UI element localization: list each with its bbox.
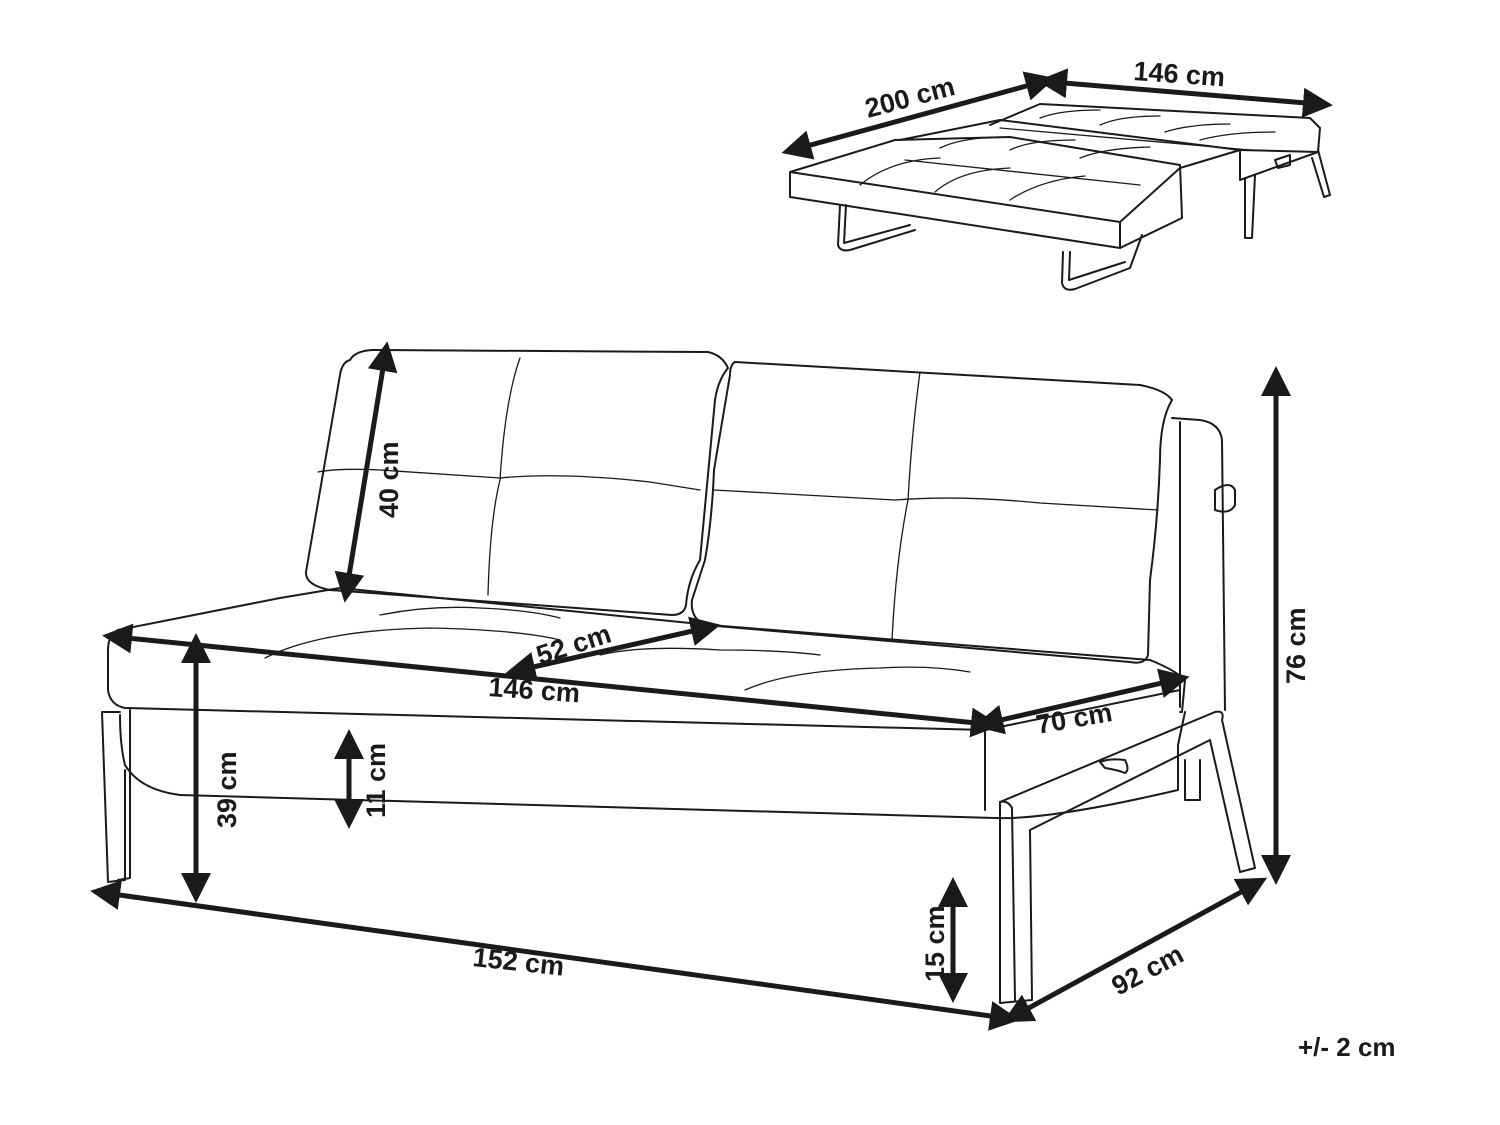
frame-depth-label: 92 cm xyxy=(1107,939,1189,1001)
sofa-bed-unfolded-drawing xyxy=(789,103,1331,291)
bed-width-label: 146 cm xyxy=(1133,56,1226,92)
seat-depth-label: 52 cm xyxy=(533,619,615,671)
floor-clearance-label: 15 cm xyxy=(920,905,950,982)
total-width-arrow xyxy=(90,880,1020,1031)
seat-width-arrow xyxy=(102,623,1001,738)
seat-height-label: 39 cm xyxy=(212,751,242,828)
total-width-label: 152 cm xyxy=(471,942,565,981)
backrest-height-arrow xyxy=(334,341,398,603)
seat-width-label: 146 cm xyxy=(488,672,581,708)
total-height-label: 76 cm xyxy=(1281,607,1311,684)
frame-depth-arrow xyxy=(1002,877,1268,1023)
total-depth-label: 70 cm xyxy=(1034,697,1115,740)
cushion-thickness-label: 11 cm xyxy=(361,743,391,818)
bed-length-arrow xyxy=(781,71,1056,160)
bed-width-arrow xyxy=(1037,68,1333,118)
backrest-height-label: 40 cm xyxy=(374,441,404,518)
total-depth-arrow xyxy=(973,668,1190,735)
tolerance-note: +/- 2 cm xyxy=(1298,1032,1396,1062)
sofa-drawing xyxy=(101,349,1256,1004)
